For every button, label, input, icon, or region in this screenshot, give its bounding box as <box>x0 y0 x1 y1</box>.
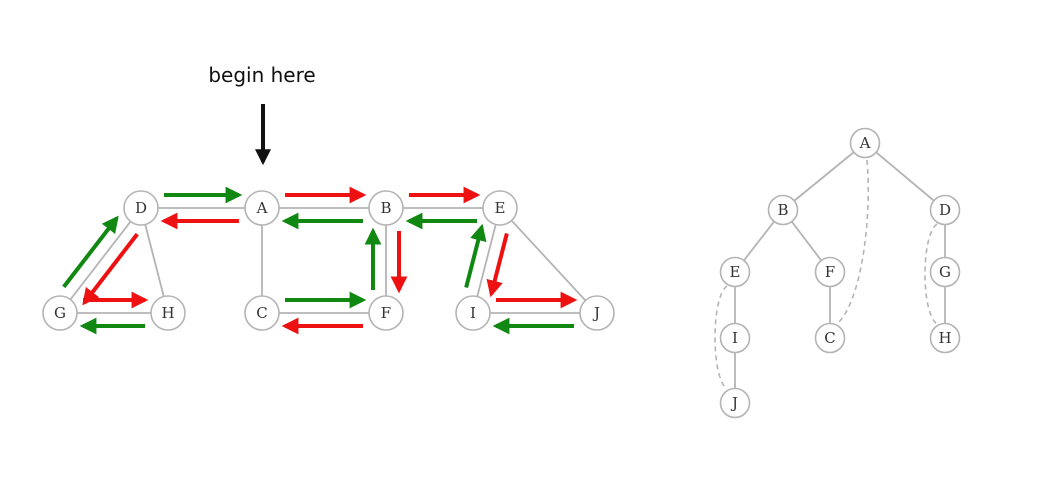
tree-node-j: J <box>719 387 751 419</box>
graph-node-circle <box>579 295 615 331</box>
tree-node-d: D <box>929 194 961 226</box>
graph-node-circle <box>150 295 186 331</box>
graph-edge-d-h <box>140 207 169 314</box>
tree-node-c: C <box>814 322 846 354</box>
graph-node-label: F <box>381 304 391 322</box>
tree-node-a: A <box>849 127 881 159</box>
dfs-tree-diagram: A B D E F G I C H J <box>714 127 961 419</box>
tree-node-b: B <box>767 194 799 226</box>
tree-node-circle <box>719 256 751 288</box>
graph-node-a: A <box>244 190 280 226</box>
graph-edge-e-i <box>472 207 501 314</box>
tree-node-e: E <box>719 256 751 288</box>
graph-node-d: D <box>123 190 159 226</box>
tree-node-h: H <box>929 322 961 354</box>
graph-node-b: B <box>368 190 404 226</box>
graph-node-circle <box>244 295 280 331</box>
tree-node-label: E <box>730 263 741 281</box>
tree-node-circle <box>767 194 799 226</box>
tree-node-label: B <box>777 201 788 219</box>
tree-node-label: G <box>939 263 951 281</box>
tree-node-circle <box>849 127 881 159</box>
graph-node-label: D <box>135 199 147 217</box>
graph-node-label: E <box>495 199 506 217</box>
graph-edge-e-j <box>499 207 598 314</box>
graph-node-g: G <box>42 295 78 331</box>
graph-node-label: B <box>380 199 391 217</box>
graph-node-circle <box>482 190 518 226</box>
tree-edge-a-d <box>864 142 946 211</box>
tree-node-i: I <box>719 322 751 354</box>
graph-node-label: C <box>256 304 267 322</box>
tree-edge-a-b <box>782 142 866 211</box>
graph-node-label: A <box>256 199 268 217</box>
tree-node-circle <box>814 256 846 288</box>
graph-node-f: F <box>368 295 404 331</box>
tree-node-circle <box>929 322 961 354</box>
graph-node-e: E <box>482 190 518 226</box>
graph-node-circle <box>244 190 280 226</box>
tree-node-label: D <box>939 201 951 219</box>
graph-node-label: G <box>54 304 66 322</box>
graph-node-c: C <box>244 295 280 331</box>
graph-node-label: J <box>592 304 600 322</box>
tree-node-circle <box>814 322 846 354</box>
tree-node-g: G <box>929 256 961 288</box>
traversal-arrow-g-to-d <box>62 215 119 289</box>
tree-node-circle <box>929 194 961 226</box>
tree-back-edge-e-j <box>714 285 728 390</box>
graph-diagram: A B C D E F G H I J <box>42 186 615 335</box>
tree-node-label: H <box>938 329 951 347</box>
graph-node-j: J <box>579 295 615 331</box>
graph-node-circle <box>123 190 159 226</box>
tree-node-circle <box>719 387 751 419</box>
tree-node-circle <box>719 322 751 354</box>
tree-node-label: C <box>824 329 835 347</box>
graph-node-circle <box>42 295 78 331</box>
tree-node-label: I <box>732 329 738 347</box>
tree-node-label: J <box>730 394 738 412</box>
tree-back-edge-a-c <box>837 159 870 324</box>
traversal-arrow-d-to-g <box>82 232 139 306</box>
tree-node-f: F <box>814 256 846 288</box>
graph-node-circle <box>455 295 491 331</box>
begin-here-label: begin here <box>208 63 315 87</box>
graph-node-label: I <box>470 304 476 322</box>
tree-node-label: A <box>859 134 871 152</box>
tree-node-label: F <box>825 263 835 281</box>
traversal-arrow-i-to-e <box>464 223 487 288</box>
graph-node-h: H <box>150 295 186 331</box>
graph-edge-d-g <box>59 207 142 314</box>
graph-node-i: I <box>455 295 491 331</box>
graph-node-circle <box>368 190 404 226</box>
graph-node-circle <box>368 295 404 331</box>
tree-node-circle <box>929 256 961 288</box>
traversal-arrow-e-to-i <box>486 233 509 298</box>
graph-node-label: H <box>161 304 174 322</box>
